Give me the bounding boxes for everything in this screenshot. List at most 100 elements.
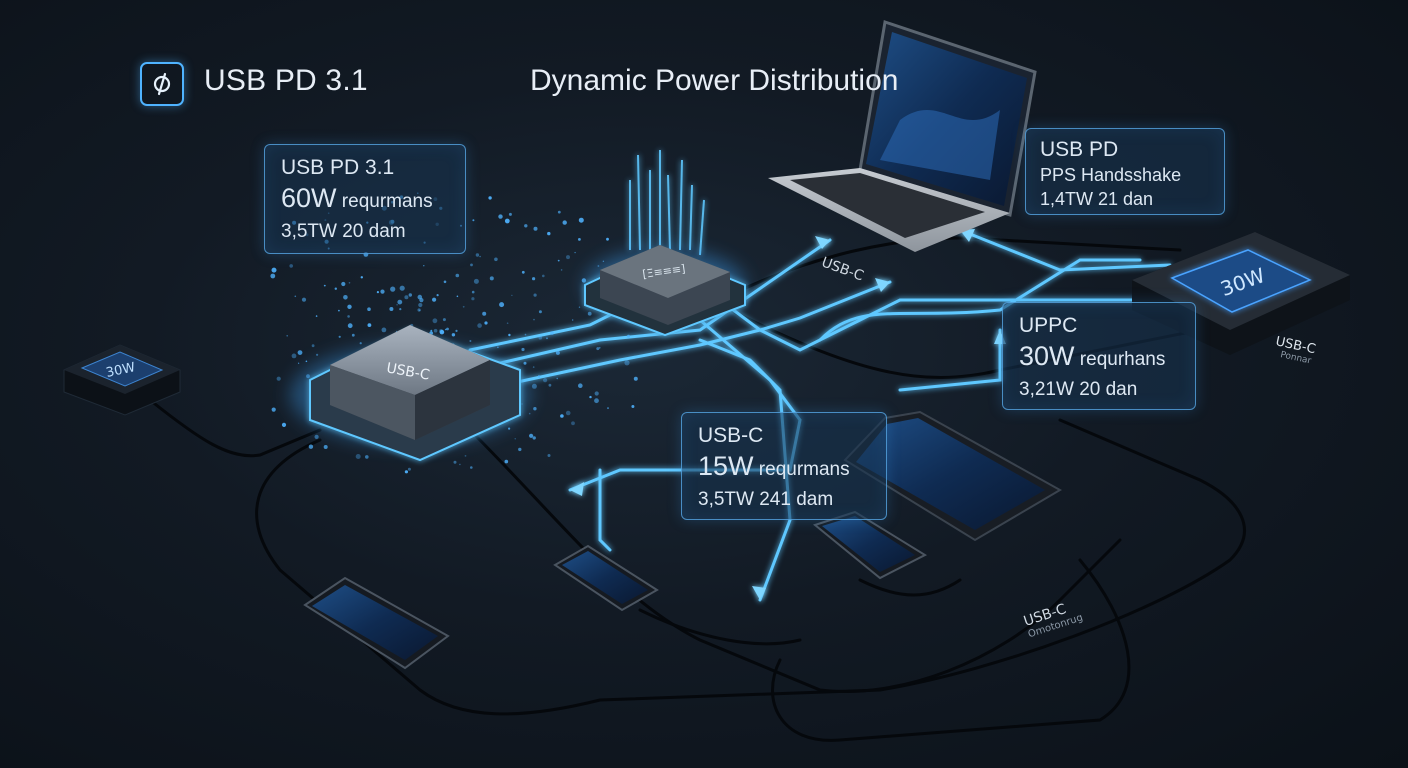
particle bbox=[399, 285, 405, 291]
usb-pd-logo-icon bbox=[140, 62, 184, 106]
particle bbox=[408, 293, 412, 297]
top-hub: [Ξ≡≡≡] bbox=[584, 150, 746, 337]
phone-center bbox=[812, 510, 928, 580]
particle bbox=[578, 306, 581, 308]
particle bbox=[524, 224, 528, 228]
power-flow-lines bbox=[468, 228, 1172, 602]
panel-tr-line1: USB PD bbox=[1040, 138, 1119, 161]
particle bbox=[578, 238, 581, 241]
particle bbox=[433, 328, 438, 333]
particle bbox=[271, 267, 277, 273]
particle bbox=[606, 237, 609, 241]
particle bbox=[308, 444, 314, 449]
particle bbox=[562, 220, 567, 225]
particle bbox=[489, 276, 494, 281]
particle bbox=[547, 454, 551, 457]
info-panel-top-right: USB PD PPS Handsshake 1,4TW 21 dan bbox=[1025, 128, 1225, 215]
particle bbox=[555, 350, 560, 355]
particle bbox=[523, 361, 527, 365]
particle bbox=[631, 405, 635, 408]
particle bbox=[316, 353, 319, 356]
panel-left-line2: 60W requrmans bbox=[281, 181, 449, 219]
particle bbox=[301, 297, 307, 302]
particle bbox=[436, 294, 439, 297]
left-charger-display: 30W bbox=[105, 360, 137, 381]
particle bbox=[578, 217, 584, 223]
particle bbox=[533, 407, 537, 411]
particle bbox=[297, 350, 303, 355]
particle bbox=[587, 311, 592, 316]
particle bbox=[286, 335, 289, 337]
particle bbox=[365, 455, 369, 459]
particle bbox=[347, 315, 350, 318]
particle bbox=[407, 467, 411, 471]
panel-center-watt-suffix: requrmans bbox=[753, 459, 850, 480]
particle bbox=[367, 323, 372, 327]
particle bbox=[443, 280, 447, 284]
particle bbox=[470, 466, 473, 469]
particle bbox=[557, 259, 560, 262]
particle bbox=[504, 459, 509, 464]
particle bbox=[494, 257, 498, 262]
particle bbox=[556, 377, 558, 380]
particle bbox=[499, 302, 505, 308]
particle bbox=[560, 269, 563, 271]
particle bbox=[550, 331, 554, 335]
particle bbox=[528, 412, 531, 415]
particle bbox=[514, 438, 516, 440]
particle bbox=[399, 308, 402, 311]
panel-left-watt: 60W bbox=[281, 183, 337, 213]
left-usb-c-hub: USB-C bbox=[290, 325, 530, 462]
particle bbox=[538, 335, 543, 340]
data-beams bbox=[629, 150, 705, 256]
particle bbox=[475, 253, 480, 257]
particle bbox=[281, 422, 287, 427]
particle bbox=[473, 278, 479, 284]
left-charger: 30W bbox=[63, 344, 181, 416]
particle bbox=[572, 319, 574, 321]
particle bbox=[557, 210, 561, 214]
particle bbox=[627, 334, 630, 338]
particle bbox=[376, 291, 379, 294]
particle bbox=[533, 293, 537, 297]
phone-left bbox=[553, 544, 659, 612]
particle bbox=[289, 264, 294, 268]
particle bbox=[602, 260, 605, 262]
brand-label: USB PD 3.1 bbox=[204, 64, 368, 97]
particle bbox=[444, 328, 447, 331]
particle bbox=[472, 219, 475, 222]
particle bbox=[531, 383, 537, 389]
particle bbox=[381, 327, 387, 333]
tablet-bottom-left bbox=[303, 576, 450, 670]
particle bbox=[439, 329, 445, 335]
particle bbox=[404, 295, 409, 300]
particle bbox=[404, 470, 408, 474]
particle bbox=[367, 307, 371, 312]
particle bbox=[538, 310, 542, 314]
particle bbox=[470, 263, 473, 267]
particle bbox=[271, 407, 276, 412]
particle bbox=[511, 294, 513, 296]
particle bbox=[498, 214, 503, 219]
particle bbox=[521, 347, 525, 352]
particle bbox=[347, 304, 352, 309]
particle bbox=[488, 196, 492, 200]
particle bbox=[482, 311, 487, 316]
particle bbox=[419, 309, 421, 311]
particle bbox=[537, 375, 541, 378]
particle bbox=[506, 322, 509, 325]
particle bbox=[548, 383, 552, 387]
particle bbox=[594, 391, 599, 396]
particle bbox=[359, 342, 362, 345]
particle bbox=[451, 333, 456, 337]
particle bbox=[560, 414, 564, 418]
particle bbox=[532, 277, 536, 281]
particle bbox=[419, 298, 424, 303]
particle bbox=[305, 360, 308, 363]
panel-tr-line3: 1,4TW 21 dan bbox=[1040, 189, 1154, 209]
particle bbox=[581, 278, 587, 283]
particle bbox=[442, 318, 446, 322]
particle bbox=[334, 287, 337, 290]
particle bbox=[338, 335, 341, 338]
